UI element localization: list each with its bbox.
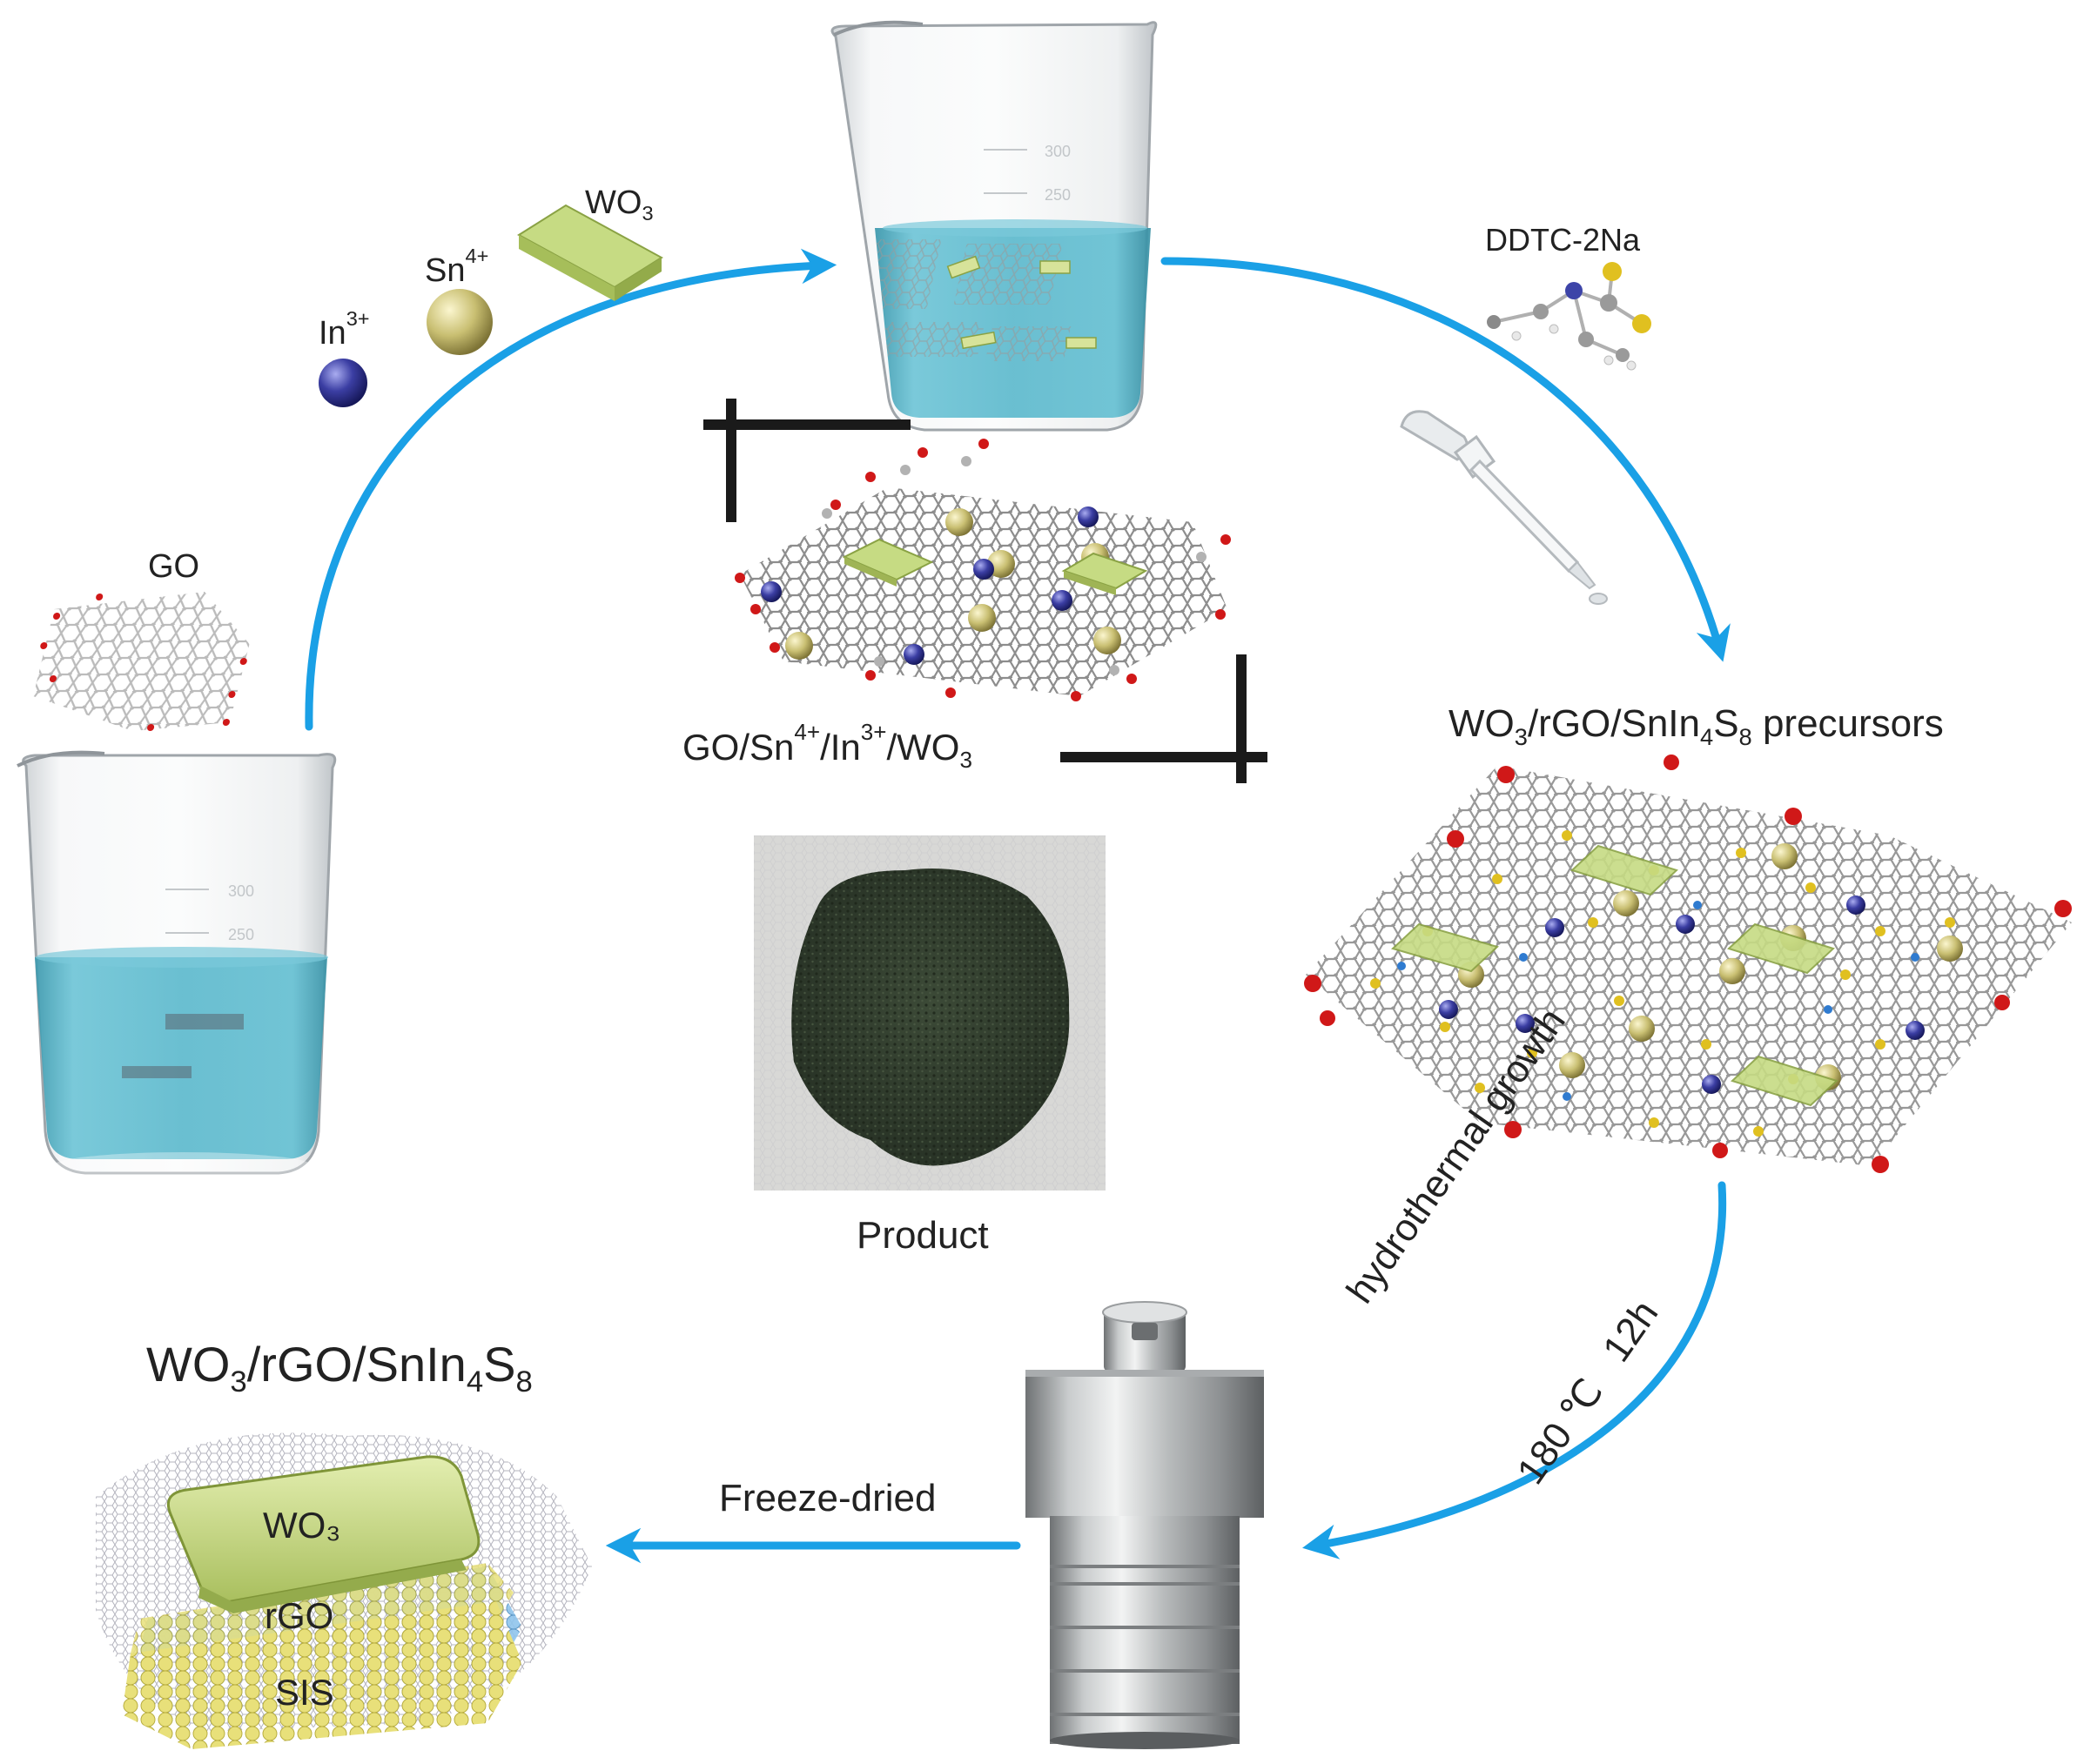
layer-label-rgo: rGO <box>265 1595 334 1636</box>
go-ion-sheet <box>735 439 1231 701</box>
label-ddtc: DDTC-2Na <box>1485 222 1641 258</box>
arrow-mixing-to-precursor <box>1160 257 1731 662</box>
final-s-sub: 8 <box>515 1365 533 1399</box>
precursor-wo: WO <box>1449 702 1515 745</box>
arrow-go-to-mixing <box>305 248 837 731</box>
arrow-precursor-to-autoclave <box>1302 1181 1727 1559</box>
intermediate-go: GO/Sn <box>682 727 795 768</box>
layer-label-sis: SIS <box>275 1672 334 1713</box>
final-wo-sub: 3 <box>230 1365 247 1399</box>
wo3-text: WO <box>585 184 642 221</box>
beaker-mark-300-top: 300 <box>1045 143 1071 160</box>
in-ion-text: In <box>319 315 346 352</box>
final-in-sub: 4 <box>466 1365 484 1399</box>
beaker-go: 300 250 <box>17 750 337 1180</box>
final-rgo: /rGO/SnIn <box>246 1337 467 1392</box>
intermediate-in: /In <box>820 727 861 768</box>
precursor-tail: precursors <box>1751 702 1944 745</box>
product-photo <box>754 835 1106 1191</box>
intermediate-wo: /WO <box>886 727 960 768</box>
in-ion-icon <box>319 359 367 407</box>
label-final-product: WO3/rGO/SnIn4S8 <box>146 1337 533 1398</box>
label-precursor: WO3/rGO/SnIn4S8 precursors <box>1449 702 1944 748</box>
precursor-s: S <box>1713 702 1739 745</box>
zoom-brackets <box>703 399 1267 783</box>
precursor-wo-sub: 3 <box>1514 722 1528 750</box>
ddtc-molecule <box>1487 262 1651 371</box>
beaker-mark-300: 300 <box>228 882 254 900</box>
layer-label-wo3: WO₃ <box>263 1505 341 1546</box>
label-wo3: WO3 <box>585 184 654 224</box>
intermediate-in-charge: 3+ <box>860 718 887 745</box>
label-intermediate: GO/Sn4+/In3+/WO3 <box>682 721 972 772</box>
autoclave-icon <box>1025 1301 1264 1749</box>
final-s: S <box>483 1337 516 1392</box>
label-in-ion: In3+ <box>319 308 370 352</box>
label-freeze-dried: Freeze-dried <box>719 1477 937 1519</box>
final-wo: WO <box>146 1337 231 1392</box>
label-product: Product <box>857 1214 989 1257</box>
wo3-sub: 3 <box>642 202 654 225</box>
precursor-rgo: /rGO/SnIn <box>1527 702 1701 745</box>
beaker-mixture: 300 250 <box>830 20 1158 432</box>
label-sn-ion: Sn4+ <box>425 245 488 289</box>
reaction-arrows <box>305 248 1731 1564</box>
sn-ion-charge: 4+ <box>465 244 489 267</box>
intermediate-wo-sub: 3 <box>959 747 972 774</box>
label-go: GO <box>148 548 200 585</box>
beaker-mark-250-top: 250 <box>1045 186 1071 204</box>
go-sheet-icon <box>33 592 250 731</box>
dropper-icon <box>1400 410 1608 605</box>
intermediate-sn-charge: 4+ <box>794 718 821 745</box>
sn-ion-text: Sn <box>425 252 466 289</box>
precursor-s-sub: 8 <box>1738 722 1752 750</box>
wo3-plate-icon <box>517 204 663 301</box>
beaker-mark-250: 250 <box>228 926 254 943</box>
in-ion-charge: 3+ <box>346 306 370 330</box>
sn-ion-icon <box>427 289 493 355</box>
final-composite <box>96 1432 592 1749</box>
precursor-network <box>1304 755 2072 1173</box>
precursor-in-sub: 4 <box>1700 722 1714 750</box>
